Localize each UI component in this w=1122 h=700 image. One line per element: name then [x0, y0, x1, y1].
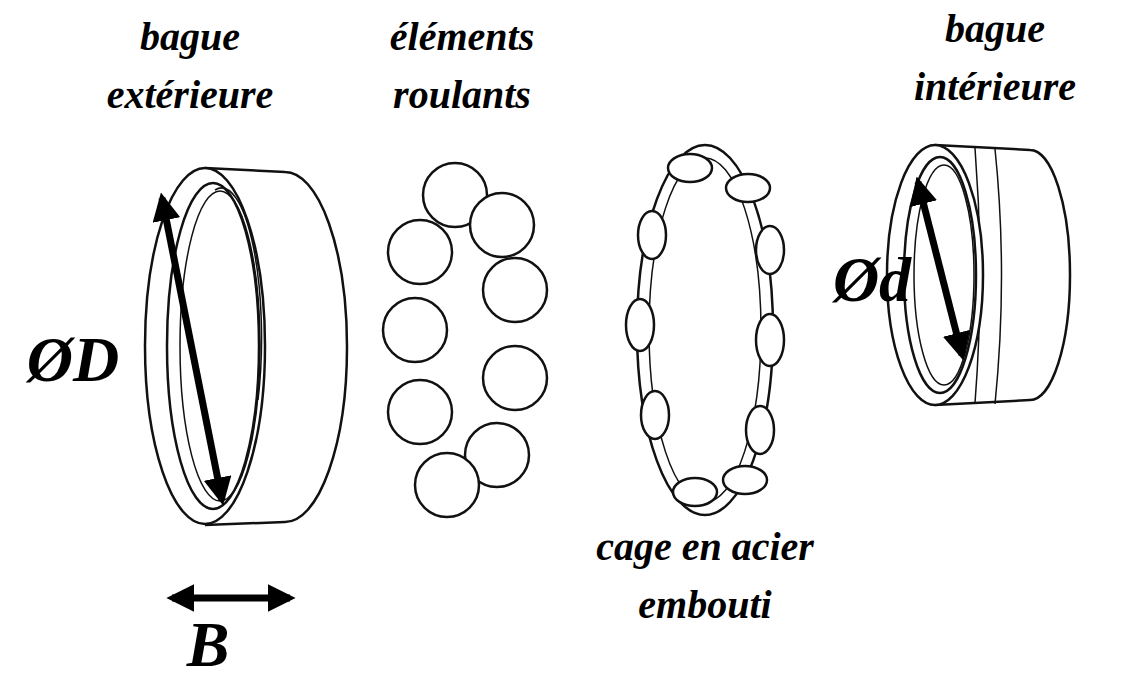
dimension-label: Ød: [812, 245, 932, 315]
part-label: bague intérieure: [875, 0, 1115, 116]
part-label: cage en acier embouti: [555, 518, 855, 634]
dimension-label: B: [158, 610, 258, 680]
dimension-label: ØD: [3, 325, 143, 395]
rolling-balls: [383, 163, 547, 517]
inner-ring: [887, 145, 1070, 405]
cage: [626, 145, 784, 515]
outer-ring: [145, 168, 347, 525]
dimension-arrows: [162, 182, 962, 598]
part-label: bague extérieure: [75, 8, 305, 124]
part-label: éléments roulants: [362, 8, 562, 124]
